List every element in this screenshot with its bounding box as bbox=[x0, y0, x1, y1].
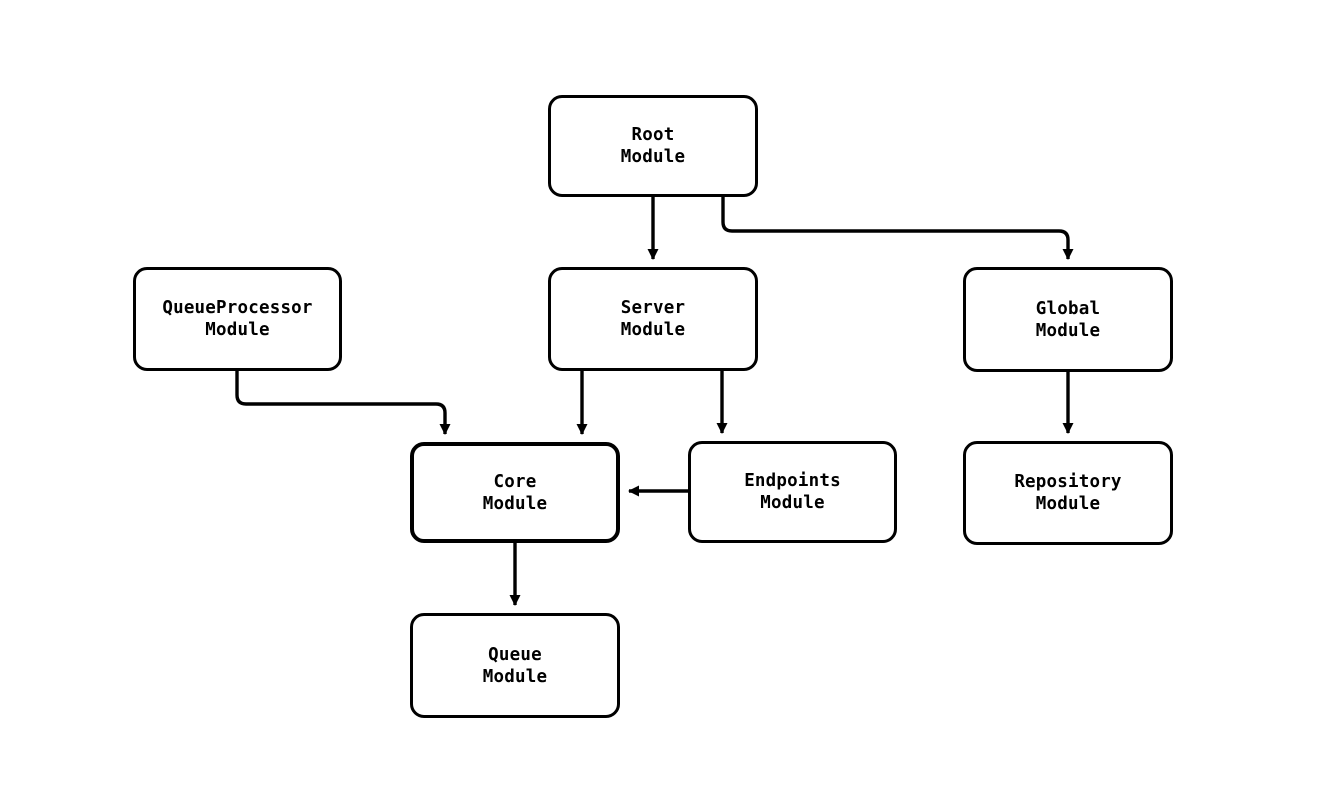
node-label-line1: Queue bbox=[488, 644, 542, 665]
node-label-line1: Endpoints bbox=[744, 471, 841, 491]
node-label-line2: Module bbox=[1035, 320, 1101, 341]
node-label-line2: Module bbox=[482, 493, 548, 514]
node-label-line1: Core bbox=[493, 471, 537, 492]
node-label-line2: Module bbox=[205, 320, 270, 340]
node-label-line1: Global bbox=[1035, 298, 1101, 319]
node-label-line1: Root bbox=[631, 125, 675, 145]
node-label-line2: Module bbox=[760, 493, 825, 513]
node-label-line2: Module bbox=[620, 147, 686, 167]
node-label-line2: Module bbox=[620, 320, 686, 340]
edge-root-to-global bbox=[721, 197, 1074, 260]
node-label-line1: QueueProcessor bbox=[162, 298, 313, 318]
node-label-line2: Module bbox=[1035, 494, 1101, 514]
node-label-line1: Server bbox=[620, 298, 686, 318]
edge-queueprocessor-to-core bbox=[235, 371, 451, 435]
node-label-line1: Repository bbox=[1014, 472, 1122, 492]
node-label-line2: Module bbox=[482, 666, 548, 687]
